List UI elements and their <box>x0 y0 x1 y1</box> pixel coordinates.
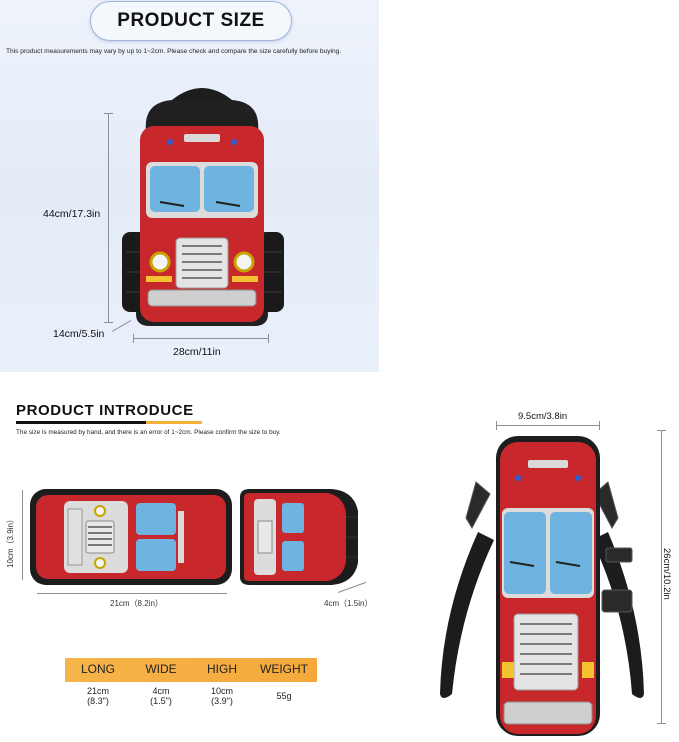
product-size-panel: PRODUCT SIZE This product measurements m… <box>0 0 379 372</box>
pencil-case-front-image <box>30 489 232 585</box>
product-size-title: PRODUCT SIZE <box>90 1 292 41</box>
spec-header-long: LONG <box>80 662 115 676</box>
bottle-holder-image <box>440 436 644 736</box>
height-dimension-tick-top <box>104 113 113 114</box>
product-size-note: This product measurements may vary by up… <box>6 48 342 55</box>
spec-header-weight: WEIGHT <box>260 662 308 676</box>
bottle-height-line <box>661 430 662 724</box>
height-dimension-line <box>108 113 109 323</box>
bottle-width-line <box>496 425 600 426</box>
pencil-case-side-image <box>240 489 358 585</box>
spec-value-weight: 55g <box>276 691 292 701</box>
backpack-image <box>122 88 284 326</box>
case-length-line <box>37 593 227 594</box>
case-height-label: 10cm（3.9in） <box>6 515 15 568</box>
bottle-width-tick-right <box>599 421 600 430</box>
spec-header-high: HIGH <box>207 662 237 676</box>
spec-header-wide: WIDE <box>145 662 177 676</box>
width-dimension-line <box>133 338 269 339</box>
case-length-label: 21cm（8.2in） <box>110 599 163 608</box>
spec-table-values: 21cm (8.3") 4cm (1.5") 10cm (3.9") 55g <box>65 686 317 712</box>
bottle-height-tick-top <box>657 430 666 431</box>
case-height-line <box>22 490 23 580</box>
spec-value-wide: 4cm (1.5") <box>150 686 172 706</box>
height-dimension-tick-bottom <box>104 322 113 323</box>
backpack-width-label: 28cm/11in <box>173 346 221 358</box>
title-underline <box>16 421 202 424</box>
width-dimension-tick-right <box>268 334 269 343</box>
spec-value-long: 21cm (8.3") <box>86 686 109 706</box>
spec-table-header: LONG WIDE HIGH WEIGHT <box>65 658 317 682</box>
backpack-depth-label: 14cm/5.5in <box>53 328 105 340</box>
bottle-height-label: 26cm/10.2in <box>661 548 672 600</box>
product-introduce-title: PRODUCT INTRODUCE <box>16 402 194 419</box>
width-dimension-tick-left <box>133 334 134 343</box>
bottle-width-label: 9.5cm/3.8in <box>518 411 568 422</box>
product-introduce-note: The size is measured by hand, and there … <box>16 429 281 436</box>
bottle-width-tick-left <box>496 421 497 430</box>
backpack-height-label: 44cm/17.3in <box>43 208 101 220</box>
spec-value-high: 10cm (3.9") <box>210 686 233 706</box>
bottle-height-tick-bottom <box>657 723 666 724</box>
case-depth-label: 4cm（1.5in） <box>324 599 373 608</box>
